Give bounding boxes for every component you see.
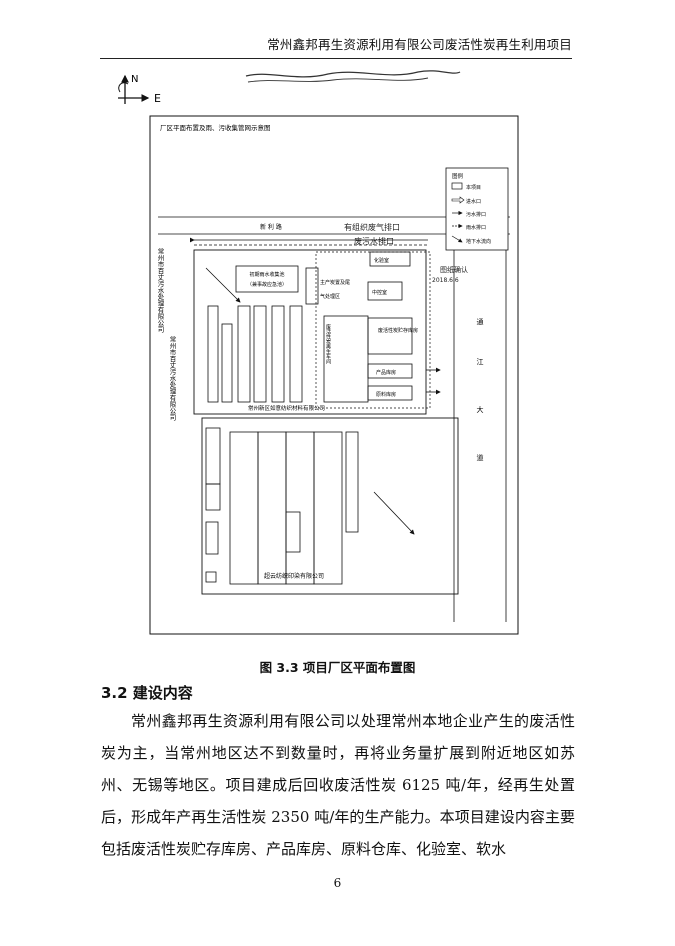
legend-item-2: 进水口 (466, 198, 481, 205)
lab-box (369, 251, 411, 267)
road-east-char-1: 通 (477, 317, 484, 326)
handwritten-note-2: 废污水排口 (354, 236, 394, 246)
storage-box (367, 317, 413, 355)
compass-icon: N E (118, 74, 161, 105)
rain-pool (235, 265, 299, 293)
road-east-char-2: 江 (477, 358, 484, 366)
legend-item-1: 本项目 (466, 184, 481, 191)
pool-label-2: （兼事故应急池） (247, 281, 287, 288)
rect-icon (451, 182, 463, 190)
body-text: 常州鑫邦再生资源利用有限公司以处理常州本地企业产生的废活性炭为主，当常州地区达不… (101, 705, 575, 865)
road-east-char-3: 大 (477, 405, 484, 414)
figure-caption: 图 3.3 项目厂区平面布置图 (259, 660, 416, 675)
lab-label: 化验室 (374, 257, 389, 264)
west-company-2: 常州市百丈污水处理有限公司 (168, 335, 176, 421)
compass-east: E (154, 92, 161, 105)
page-number: 6 (333, 876, 342, 890)
legend-item-3: 污水排口 (466, 211, 486, 218)
product-store-box (367, 363, 413, 379)
workshop-label: 废活性炭再生车间 (325, 323, 331, 365)
workshop-box (323, 315, 369, 403)
site-plan-svg: N E 厂区平面布置及雨、污收集管网示意图 新 利 路 通 江 大 道 常州市百… (118, 70, 519, 635)
raw-store-label: 原料库房 (376, 391, 396, 398)
neighbor-south-label: 超云纺织印染有限公司 (264, 572, 324, 580)
gas-area-1: 主产炭置及尾 (320, 279, 350, 286)
legend-item-4: 雨水排口 (466, 224, 486, 231)
handwritten-scribble-top (245, 70, 461, 83)
handwritten-note-1: 有组织废气排口 (344, 222, 400, 232)
gas-area-2: 气处理区 (320, 293, 340, 300)
handwritten-date: 2018.6.6 (432, 277, 459, 284)
hollow-arrow-icon (451, 196, 465, 204)
page-header: 常州鑫邦再生资源利用有限公司废活性炭再生利用项目 (100, 36, 572, 59)
neighbor-north-label: 常州新区如意纺织材料有限公司 (248, 404, 325, 412)
legend-title: 图例 (452, 172, 464, 180)
control-box (367, 281, 403, 301)
compass-north: N (131, 74, 138, 85)
section-heading: 3.2 建设内容 (101, 684, 193, 702)
product-store-label: 产品库房 (376, 369, 396, 376)
pool-label-1: 初期雨水收集池 (249, 271, 284, 278)
legend-item-5: 地下水流向 (466, 238, 491, 245)
handwritten-note-3: 图纸确认 (440, 265, 468, 274)
storage-label: 废活性炭贮存库房 (378, 327, 418, 334)
legend: 图例 本项目 进水口 污水排口 雨水排口 地下水流向 (445, 167, 509, 251)
site-plan-figure: N E 厂区平面布置及雨、污收集管网示意图 新 利 路 通 江 大 道 常州市百… (98, 62, 576, 662)
west-company-1: 常州市百丈污水处理有限公司 (156, 247, 164, 333)
road-north-label: 新 利 路 (260, 223, 282, 231)
south-site-block (201, 417, 459, 595)
road-east-char-4: 道 (477, 453, 484, 462)
down-arrow-icon (451, 235, 463, 243)
north-site-block (193, 249, 427, 415)
plan-title: 厂区平面布置及雨、污收集管网示意图 (160, 123, 271, 132)
raw-store-box (367, 385, 413, 401)
body-paragraph: 常州鑫邦再生资源利用有限公司以处理常州本地企业产生的废活性炭为主，当常州地区达不… (101, 712, 575, 858)
control-label: 中控室 (372, 289, 387, 296)
header-title: 常州鑫邦再生资源利用有限公司废活性炭再生利用项目 (267, 37, 572, 52)
plan-frame (149, 115, 519, 635)
